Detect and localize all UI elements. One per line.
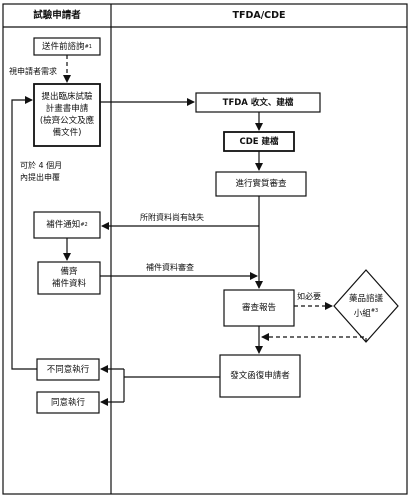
- tfda-receive-label: TFDA 收文、建檔: [222, 97, 294, 108]
- outer-frame: [2, 3, 408, 495]
- pre-consult-label: 送件前諮詢#1: [34, 38, 100, 55]
- review-label: 進行實質審查: [235, 179, 287, 189]
- annotation-within-4-months-2: 內提出申覆: [20, 173, 60, 182]
- cde-file-label: CDE 建檔: [239, 136, 279, 147]
- annotation-as-needed: 視申請者需求: [9, 67, 57, 76]
- submit-plan-box: [33, 83, 101, 147]
- drug-committee-footnote: #3: [370, 307, 379, 314]
- prepare-docs-line-1: 備齊: [60, 267, 78, 277]
- lane-header-applicant: 試驗申請者: [33, 10, 81, 21]
- submit-plan-line-4: 備文件): [52, 128, 82, 138]
- submit-plan-line-2: 計畫書申請: [45, 104, 89, 114]
- prepare-docs-line-2: 補件資料: [51, 279, 86, 289]
- pre-consult-footnote: #1: [84, 43, 92, 50]
- annotation-supplement-review: 補件資料審查: [146, 263, 194, 272]
- drug-committee-line-2-wrap: 小組#3: [354, 305, 378, 320]
- disagree-label: 不同意執行: [46, 364, 90, 375]
- drug-committee-label: 藥品諮議 小組#3: [336, 290, 396, 322]
- supplement-notice-footnote: #2: [80, 222, 88, 228]
- prepare-docs-label: 備齊 補件資料: [38, 262, 100, 294]
- annotation-missing-docs: 所附資料尚有缺失: [140, 213, 204, 222]
- annotation-within-4-months-1: 可於 4 個月: [20, 161, 63, 170]
- arrow-appeal-to-submit: [11, 96, 37, 370]
- supplement-notice-label: 補件通知#2: [34, 212, 100, 238]
- drug-committee-line-2: 小組: [353, 308, 371, 319]
- supplement-notice-box: [33, 211, 101, 239]
- annotation-if-necessary: 如必要: [297, 292, 321, 301]
- pre-consult-text: 送件前諮詢: [42, 41, 85, 52]
- reply-applicant-box: [219, 354, 301, 398]
- submit-plan-label: 提出臨床試驗 計畫書申請 (檢齊公文及應 備文件): [34, 84, 100, 146]
- drug-committee-line-1: 藥品諮議: [348, 293, 383, 304]
- lane-header-agency: TFDA/CDE: [232, 10, 286, 21]
- agree-label: 同意執行: [50, 397, 85, 408]
- agree-box: [36, 391, 100, 414]
- prepare-docs-box: [37, 261, 101, 295]
- review-box: [215, 171, 307, 197]
- review-report-label: 審查報告: [241, 303, 276, 313]
- submit-plan-line-1: 提出臨床試驗: [41, 92, 93, 102]
- reply-applicant-label: 發文函復申請者: [230, 371, 290, 381]
- supplement-notice-text: 補件通知: [46, 220, 81, 230]
- tfda-receive-box: [195, 92, 321, 113]
- submit-plan-line-3: (檢齊公文及應: [39, 116, 95, 126]
- review-report-box: [223, 289, 295, 327]
- arrow-committee-to-reply: [261, 333, 367, 342]
